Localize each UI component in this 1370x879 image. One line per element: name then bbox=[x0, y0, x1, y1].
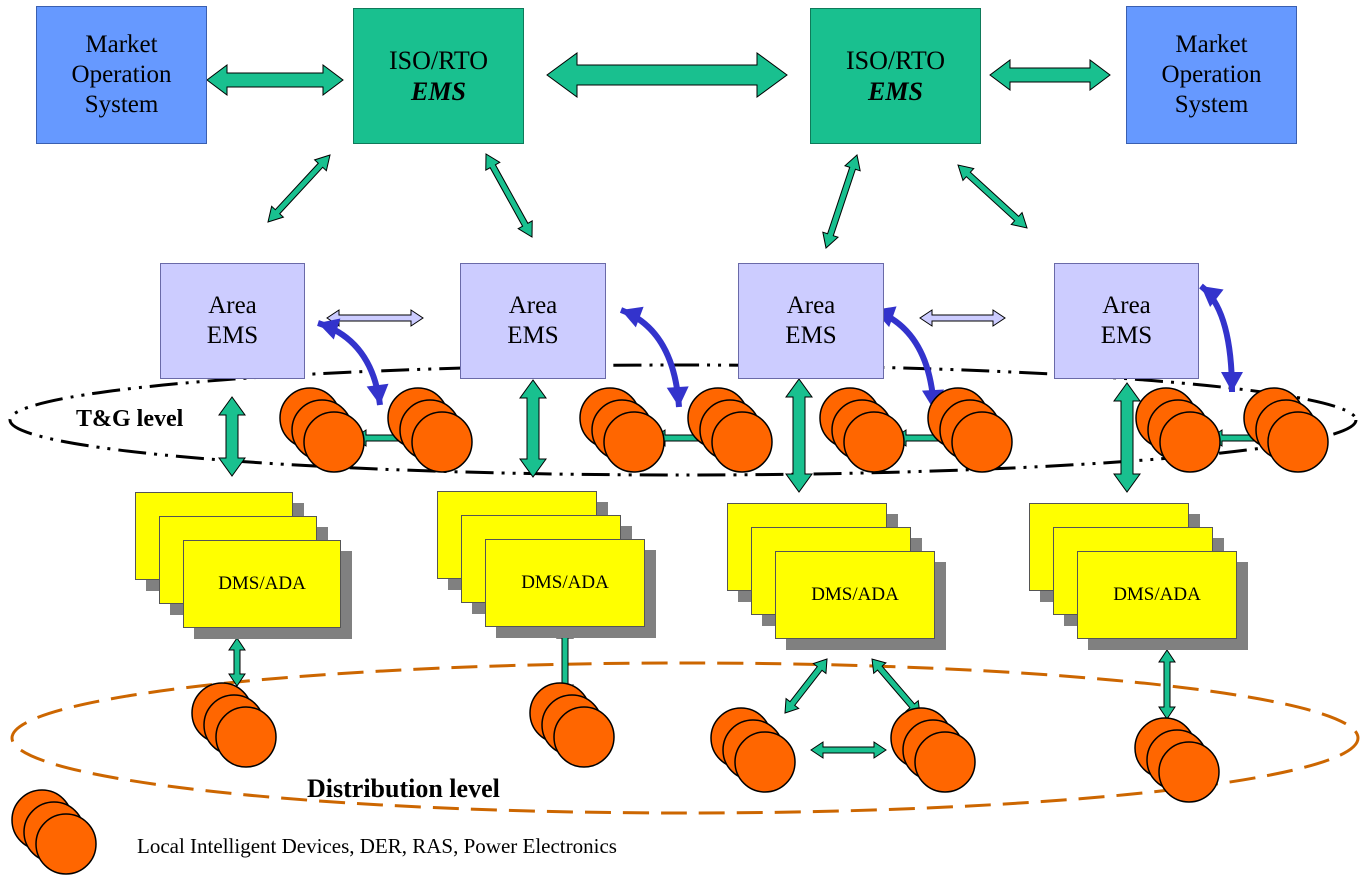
arrow-area-2-dms-2 bbox=[519, 379, 547, 478]
tg-level-label: T&G level bbox=[76, 406, 184, 432]
dms-ada-4-label: DMS/ADA bbox=[1113, 583, 1201, 605]
device-stack-tg-6 bbox=[927, 387, 1013, 473]
device-stack-tg-6-circle-3 bbox=[951, 411, 1013, 473]
market-right-line3: System bbox=[1174, 91, 1249, 118]
area-ems-2: Area EMS bbox=[460, 263, 606, 379]
area-ems-2-line2: EMS bbox=[507, 322, 559, 349]
market-left-line2: Operation bbox=[71, 61, 172, 88]
distribution-level-label: Distribution level bbox=[307, 774, 500, 803]
device-stack-tg-8 bbox=[1243, 387, 1329, 473]
market-left-line1: Market bbox=[85, 31, 158, 58]
curved-arrow-area-2-head-end bbox=[666, 386, 689, 407]
iso-left-line2: EMS bbox=[411, 77, 466, 106]
arrow-iso-iso bbox=[546, 52, 788, 98]
device-stack-tg-2 bbox=[387, 387, 473, 473]
device-stack-dist-1 bbox=[191, 682, 277, 768]
device-stack-tg-7 bbox=[1135, 387, 1221, 473]
area-ems-4-line1: Area bbox=[1102, 292, 1151, 319]
device-stack-tg-5 bbox=[819, 387, 905, 473]
device-stack-dist-1-circle-3 bbox=[215, 706, 277, 768]
arrow-dms-4-devices bbox=[1158, 649, 1176, 720]
device-stack-dist-3-circle-3 bbox=[734, 731, 796, 793]
iso-left-line1: ISO/RTO bbox=[388, 45, 489, 75]
device-stack-legend-circle-3 bbox=[35, 813, 97, 875]
device-stack-tg-1-circle-3 bbox=[303, 411, 365, 473]
arrow-dms-3-devices-left bbox=[784, 658, 828, 714]
arrow-area-1-area-2 bbox=[326, 309, 424, 327]
device-stack-dist-3 bbox=[710, 707, 796, 793]
arrow-iso-left-to-area-2 bbox=[485, 153, 533, 238]
device-stack-tg-8-circle-3 bbox=[1267, 411, 1329, 473]
area-ems-4-line2: EMS bbox=[1100, 322, 1153, 349]
dms-ada-2: DMS/ADA bbox=[485, 539, 645, 627]
market-operation-system-right: Market Operation System bbox=[1126, 6, 1297, 144]
device-stack-tg-1 bbox=[279, 387, 365, 473]
arrow-area-3-dms-3 bbox=[785, 378, 813, 493]
dms-ada-1: DMS/ADA bbox=[183, 540, 341, 628]
device-stack-tg-4-circle-3 bbox=[711, 411, 773, 473]
dms-ada-2-label: DMS/ADA bbox=[521, 571, 609, 593]
area-ems-1-line2: EMS bbox=[206, 322, 259, 349]
device-stack-dist-5-circle-3 bbox=[1158, 741, 1220, 803]
device-stack-dist-4 bbox=[890, 707, 976, 793]
device-stack-tg-7-circle-3 bbox=[1159, 411, 1221, 473]
device-stack-tg-3-circle-3 bbox=[603, 411, 665, 473]
arrow-iso-market-right bbox=[989, 59, 1111, 91]
arrow-dms-1-devices bbox=[228, 637, 246, 687]
device-stack-tg-3 bbox=[579, 387, 665, 473]
area-ems-1-line1: Area bbox=[208, 292, 257, 319]
distribution-level-ellipse bbox=[10, 661, 1360, 815]
dms-ada-4: DMS/ADA bbox=[1077, 551, 1237, 639]
arrow-iso-left-to-area-1 bbox=[267, 154, 331, 223]
device-stack-tg-4 bbox=[687, 387, 773, 473]
market-right-line2: Operation bbox=[1161, 61, 1262, 88]
arrow-area-4-dms-4 bbox=[1113, 382, 1141, 493]
curved-arrow-area-2-head-start bbox=[621, 306, 644, 328]
arrow-dist-devices-link bbox=[810, 741, 887, 759]
device-stack-dist-4-circle-3 bbox=[914, 731, 976, 793]
device-stack-dist-2 bbox=[529, 682, 615, 768]
market-operation-system-left: Market Operation System bbox=[36, 6, 207, 144]
dms-ada-1-label: DMS/ADA bbox=[218, 572, 306, 594]
curved-arrow-area-4-head-end bbox=[1221, 372, 1243, 392]
iso-rto-ems-right: ISO/RTO EMS bbox=[810, 8, 981, 144]
dms-ada-3-label: DMS/ADA bbox=[811, 583, 899, 605]
area-ems-2-line1: Area bbox=[508, 292, 558, 319]
area-ems-4: Area EMS bbox=[1054, 263, 1199, 379]
market-left-line3: System bbox=[84, 91, 159, 118]
arrow-market-iso-left bbox=[206, 64, 344, 96]
area-ems-3-line1: Area bbox=[786, 292, 836, 319]
tg-level-ellipse bbox=[8, 363, 1358, 477]
arrow-iso-right-to-area-3 bbox=[822, 154, 861, 249]
legend-text: Local Intelligent Devices, DER, RAS, Pow… bbox=[137, 834, 617, 858]
arrow-area-1-dms-1 bbox=[218, 396, 246, 477]
curved-arrow-area-1-head-start bbox=[318, 318, 341, 340]
area-ems-1: Area EMS bbox=[160, 263, 305, 379]
arrow-iso-right-to-area-4 bbox=[957, 164, 1028, 229]
market-right-line1: Market bbox=[1175, 31, 1248, 58]
device-stack-dist-2-circle-3 bbox=[553, 706, 615, 768]
curved-arrow-area-1-head-end bbox=[366, 383, 389, 405]
device-stack-tg-5-circle-3 bbox=[843, 411, 905, 473]
arrow-area-3-area-4 bbox=[919, 309, 1006, 327]
curved-arrow-area-4-head-start bbox=[1201, 286, 1224, 307]
device-stack-tg-2-circle-3 bbox=[411, 411, 473, 473]
dms-ada-3: DMS/ADA bbox=[775, 551, 935, 639]
device-stack-legend bbox=[11, 789, 97, 875]
iso-right-line1: ISO/RTO bbox=[845, 45, 946, 75]
iso-right-line2: EMS bbox=[868, 77, 923, 106]
area-ems-3-line2: EMS bbox=[785, 322, 837, 349]
area-ems-3: Area EMS bbox=[738, 263, 884, 379]
iso-rto-ems-left: ISO/RTO EMS bbox=[353, 8, 524, 144]
device-stack-dist-5 bbox=[1134, 717, 1220, 803]
